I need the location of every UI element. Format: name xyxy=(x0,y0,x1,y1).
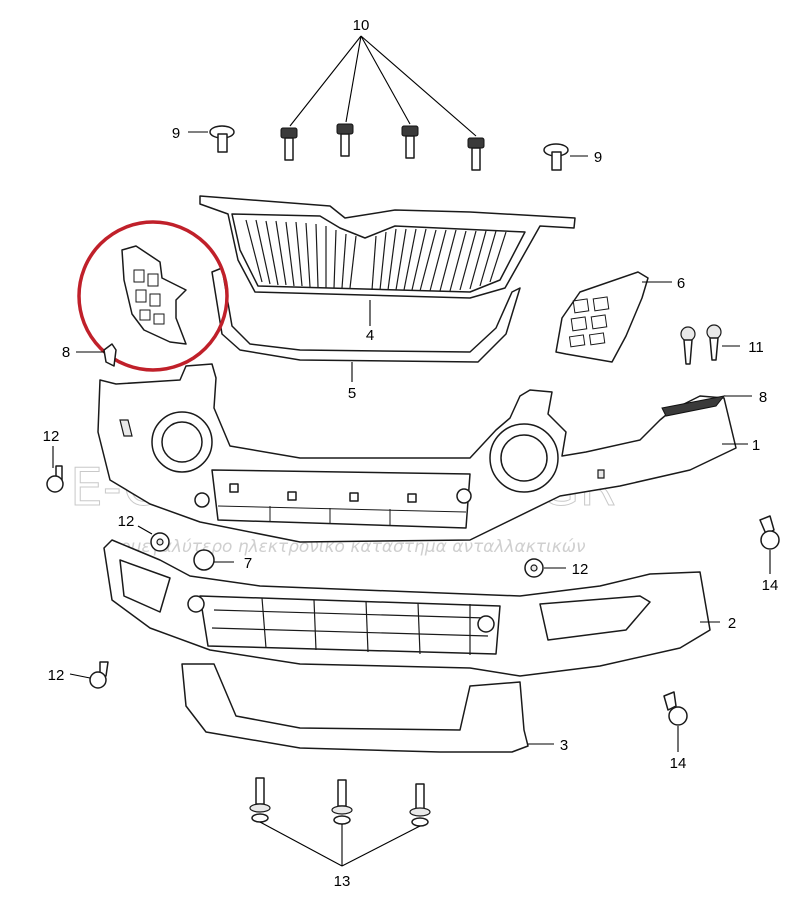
callout-5: 5 xyxy=(348,385,356,402)
bracket-right xyxy=(555,271,649,363)
callout-14-upper: 14 xyxy=(762,577,779,594)
callout-6: 6 xyxy=(677,275,685,292)
callout-8-left: 8 xyxy=(62,344,70,361)
lower-lip-spoiler xyxy=(181,663,529,753)
callout-12-right: 12 xyxy=(572,561,589,578)
callout-4: 4 xyxy=(366,327,374,344)
callout-14-lower: 14 xyxy=(670,755,687,772)
callout-13: 13 xyxy=(334,873,351,890)
callout-11: 11 xyxy=(748,339,764,356)
screw-group-10 xyxy=(280,123,485,171)
callout-2: 2 xyxy=(728,615,736,632)
screw-14-upper xyxy=(759,515,780,550)
callout-1: 1 xyxy=(752,437,760,454)
nut-12-center xyxy=(150,532,170,552)
callout-10: 10 xyxy=(353,17,370,34)
callout-8-right: 8 xyxy=(759,389,767,406)
bolt-9-left xyxy=(209,125,235,153)
callout-7: 7 xyxy=(244,555,252,572)
plug-7 xyxy=(193,549,215,571)
leader-lines xyxy=(52,35,771,867)
callout-12-center: 12 xyxy=(118,513,135,530)
lower-bumper-section xyxy=(103,539,711,677)
watermark-tagline: τομεγαλύτερο ηλεκτρονικό κατάστημα ανταλ… xyxy=(110,537,586,557)
radiator-grille xyxy=(199,195,576,299)
clip-8-left xyxy=(103,343,117,367)
bolt-group-13 xyxy=(249,777,431,827)
callout-9-right: 9 xyxy=(594,149,602,166)
screw-12-left-lower xyxy=(89,661,109,689)
screw-12-left-upper xyxy=(46,465,64,493)
callout-12-left-upper: 12 xyxy=(43,428,60,445)
screws-11 xyxy=(680,324,722,365)
grille-trim-strip xyxy=(211,267,521,363)
nut-12-right xyxy=(524,558,544,578)
screw-14-lower xyxy=(663,691,688,726)
callout-3: 3 xyxy=(560,737,568,754)
front-bumper-cover xyxy=(97,363,737,543)
bracket-left xyxy=(121,245,187,345)
bolt-9-right xyxy=(543,143,569,171)
callout-9-left: 9 xyxy=(172,125,180,142)
callout-12-left-lower: 12 xyxy=(48,667,65,684)
highlight-circle xyxy=(77,220,229,372)
